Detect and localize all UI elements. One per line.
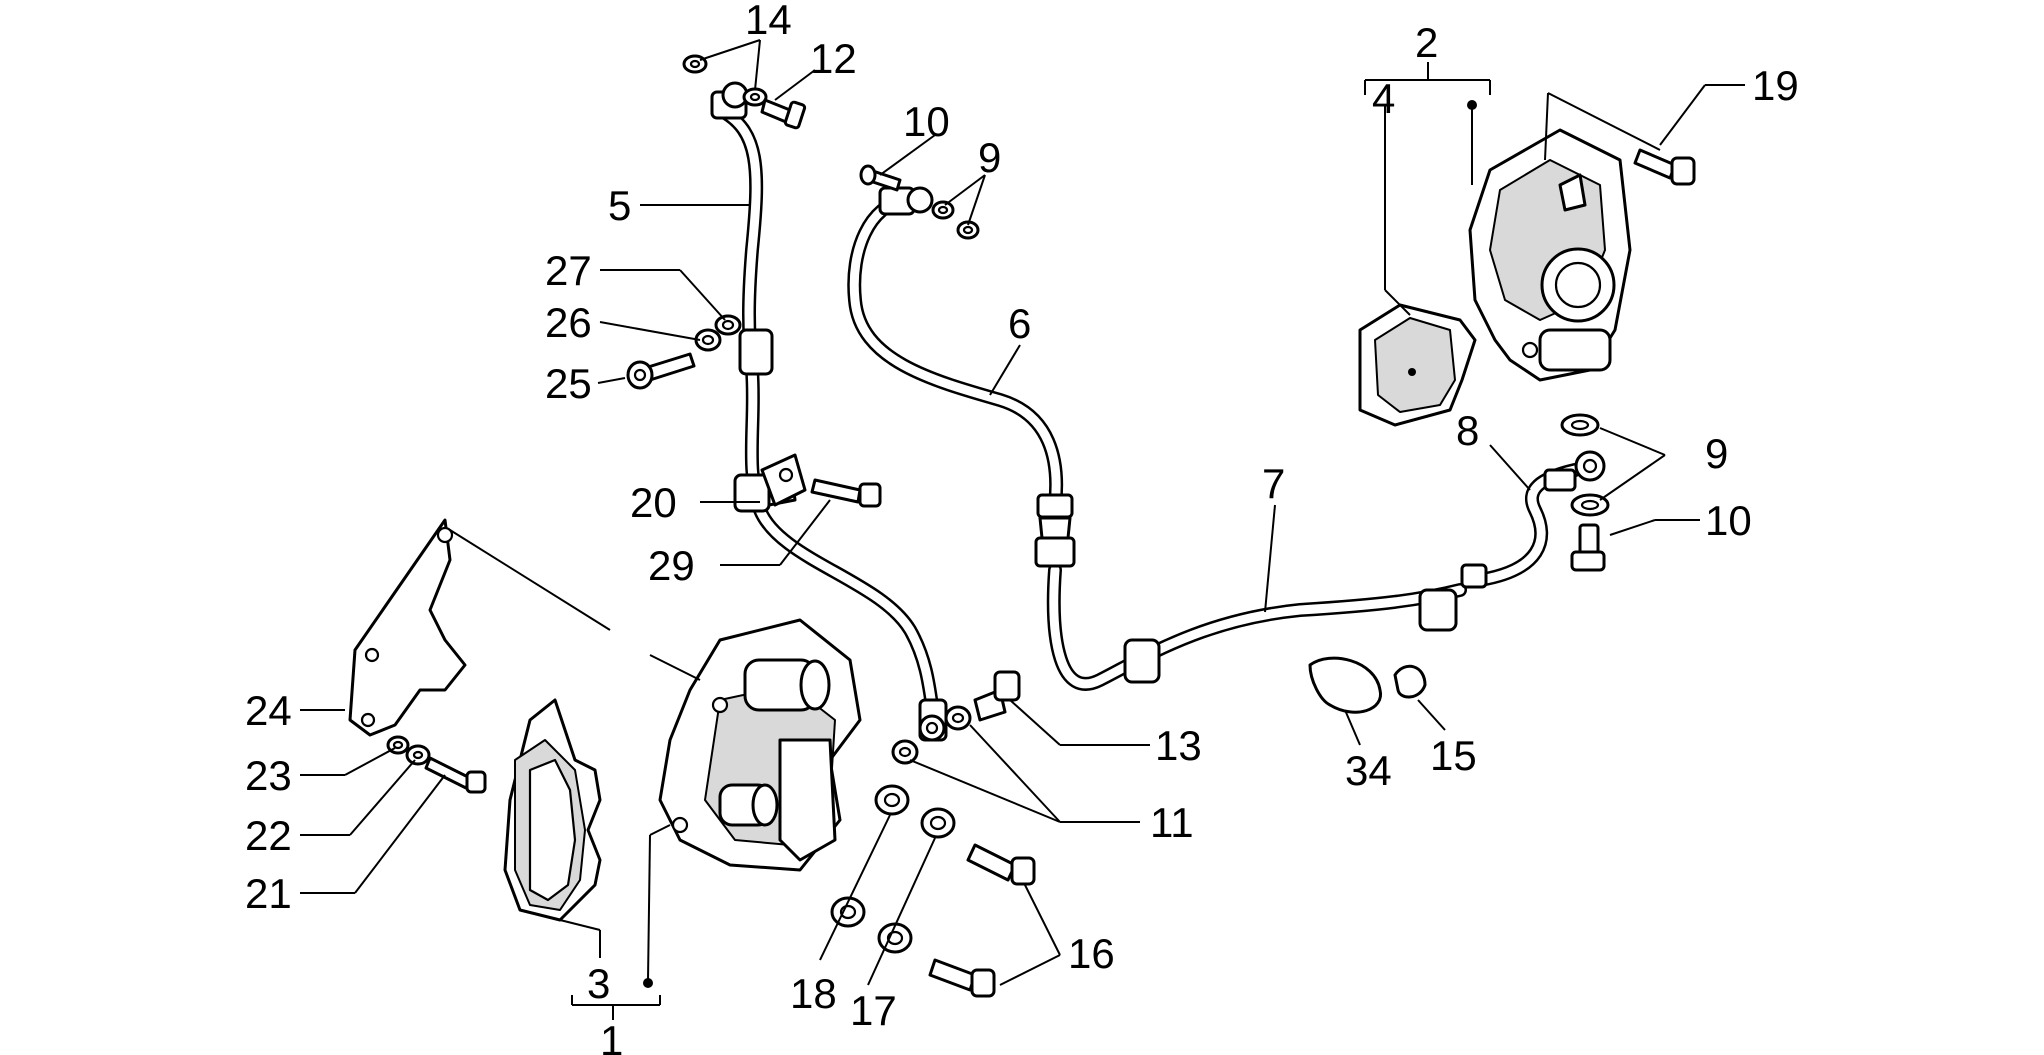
callout-13: 13 [1155, 722, 1202, 769]
callout-25: 25 [545, 360, 592, 407]
callout-11: 11 [1150, 799, 1194, 846]
callout-9-right: 9 [1705, 430, 1728, 477]
callout-34: 34 [1345, 747, 1392, 794]
callout-15: 15 [1430, 732, 1477, 779]
brake-pads-4 [1358, 303, 1477, 427]
callout-18: 18 [790, 970, 837, 1017]
callout-labels: 1 2 3 4 5 6 7 8 9 9 10 10 11 12 13 14 15… [245, 0, 1799, 1055]
brake-pads-3 [503, 698, 602, 922]
clip-34 [1308, 656, 1382, 714]
callout-22: 22 [245, 812, 292, 859]
banjo-bolt-10-right [1570, 523, 1606, 572]
clip-15 [1393, 664, 1427, 699]
bolts-16 [928, 843, 1036, 998]
callout-23: 23 [245, 752, 292, 799]
washer-18 [830, 784, 910, 928]
leader-lines [300, 39, 1745, 1020]
callout-24: 24 [245, 687, 292, 734]
callout-26: 26 [545, 299, 592, 346]
callout-20: 20 [630, 479, 677, 526]
callout-1: 1 [600, 1017, 623, 1055]
bolt-25 [626, 352, 696, 390]
washer-26 [694, 328, 722, 352]
banjo-bolt-10-top [859, 164, 902, 192]
washers-11 [891, 705, 972, 765]
callout-17: 17 [850, 987, 897, 1034]
washers-9-right [1560, 413, 1610, 517]
banjo-bolt-13 [973, 670, 1021, 722]
callout-27: 27 [545, 247, 592, 294]
callout-10-right: 10 [1705, 497, 1752, 544]
callout-2: 2 [1415, 19, 1438, 66]
hose-clamp-20 [760, 453, 807, 507]
callout-21: 21 [245, 870, 292, 917]
bolt-19 [1633, 148, 1696, 186]
hose-5 [713, 103, 942, 732]
washer-22 [405, 744, 431, 766]
callout-4: 4 [1372, 75, 1395, 122]
hose-6 [847, 193, 1064, 512]
reference-dots [643, 100, 1477, 988]
clamp-27 [714, 314, 742, 336]
bolt-29 [810, 478, 882, 508]
callout-6: 6 [1008, 300, 1031, 347]
caliper-2 [1468, 128, 1632, 382]
callout-29: 29 [648, 542, 695, 589]
callout-19: 19 [1752, 62, 1799, 109]
hose-7 [1046, 563, 1467, 691]
caliper-1 [658, 618, 862, 872]
callout-14: 14 [745, 0, 792, 43]
callout-9-top: 9 [978, 134, 1001, 181]
callout-3: 3 [587, 960, 610, 1007]
callout-5: 5 [608, 182, 631, 229]
caliper-bracket-24 [348, 518, 467, 737]
callout-10-top: 10 [903, 98, 950, 145]
bolt-21 [424, 756, 487, 794]
banjo-bolt-12 [760, 98, 807, 130]
callout-8: 8 [1456, 407, 1479, 454]
callout-16: 16 [1068, 930, 1115, 977]
banjo-washers-9-top [931, 200, 980, 240]
callout-12: 12 [810, 35, 857, 82]
callout-7: 7 [1262, 460, 1285, 507]
